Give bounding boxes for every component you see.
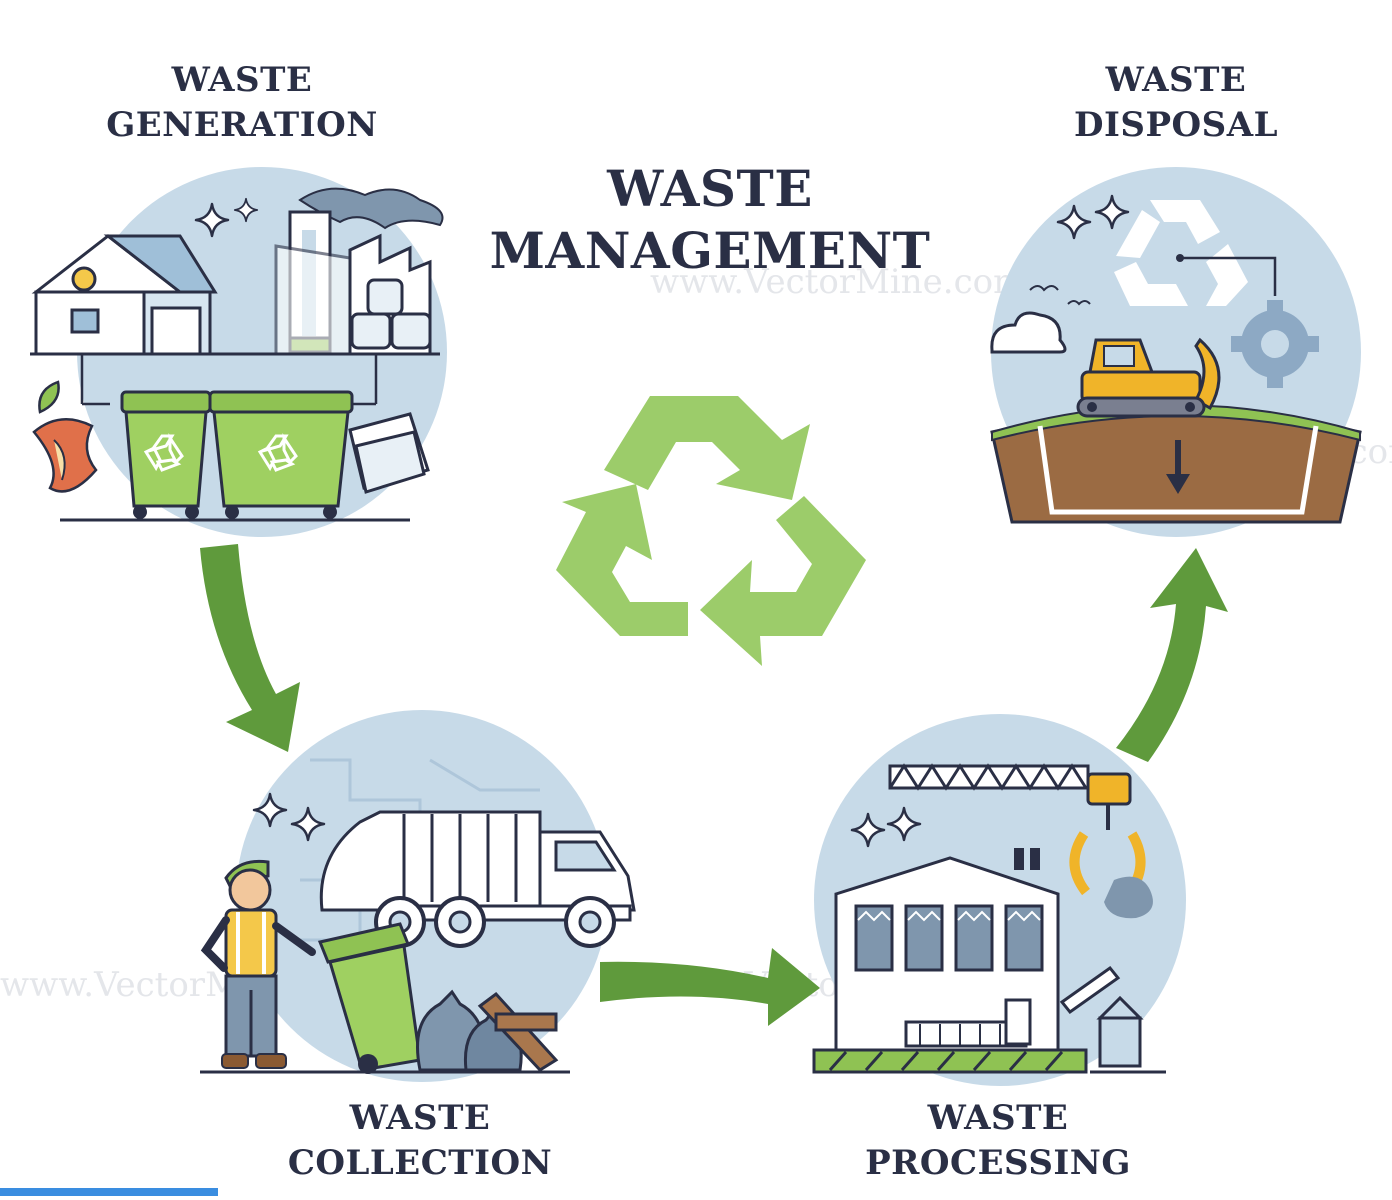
trash-can-icon [1096, 995, 1144, 1068]
recycle-symbol-icon [556, 396, 866, 666]
stage-label-disposal: WASTE DISPOSAL [1026, 58, 1326, 148]
stage-label-line: COLLECTION [287, 1143, 553, 1183]
cloud-icon [990, 311, 1067, 354]
wheelie-bin-icon [317, 922, 422, 1074]
stage-label-line: WASTE [171, 60, 313, 100]
page-title: WASTE MANAGEMENT [470, 158, 950, 282]
stage-label-line: DISPOSAL [1074, 105, 1278, 145]
watermark-text: www.VectorMine.com [650, 262, 1026, 302]
factory-icon [274, 187, 444, 356]
trash-bag-icon [416, 989, 559, 1072]
gear-icon [1231, 300, 1319, 388]
stage-label-line: PROCESSING [865, 1143, 1131, 1183]
disposal-illustration [990, 167, 1362, 537]
worker-icon [200, 859, 316, 1069]
flow-arrow [1116, 548, 1228, 762]
stage-label-generation: WASTE GENERATION [92, 58, 392, 148]
house-icon [31, 234, 218, 356]
flow-arrow [600, 948, 820, 1026]
bulldozer-icon [1076, 337, 1221, 418]
stage-label-line: GENERATION [106, 105, 378, 145]
processing-plant-icon [812, 848, 1088, 1074]
recycle-symbol-icon [1114, 200, 1248, 306]
title-line: WASTE [607, 159, 813, 218]
title-line: MANAGEMENT [489, 221, 931, 280]
stage-label-line: WASTE [927, 1098, 1069, 1138]
processing-illustration [812, 714, 1186, 1086]
apple-core-icon [32, 380, 98, 493]
recycling-bin-icon [208, 390, 354, 519]
recycling-bin-icon [120, 390, 212, 519]
stage-label-collection: WASTE COLLECTION [270, 1096, 570, 1186]
stage-label-line: WASTE [1105, 60, 1247, 100]
crane-icon [888, 763, 1153, 919]
flow-arrow [200, 544, 300, 752]
collection-illustration [200, 710, 636, 1082]
stage-label-processing: WASTE PROCESSING [848, 1096, 1148, 1186]
landfill-icon [990, 404, 1362, 524]
generation-illustration [30, 167, 447, 537]
accent-bar [0, 1188, 218, 1196]
stage-label-line: WASTE [349, 1098, 491, 1138]
paper-stack-icon [348, 412, 430, 494]
